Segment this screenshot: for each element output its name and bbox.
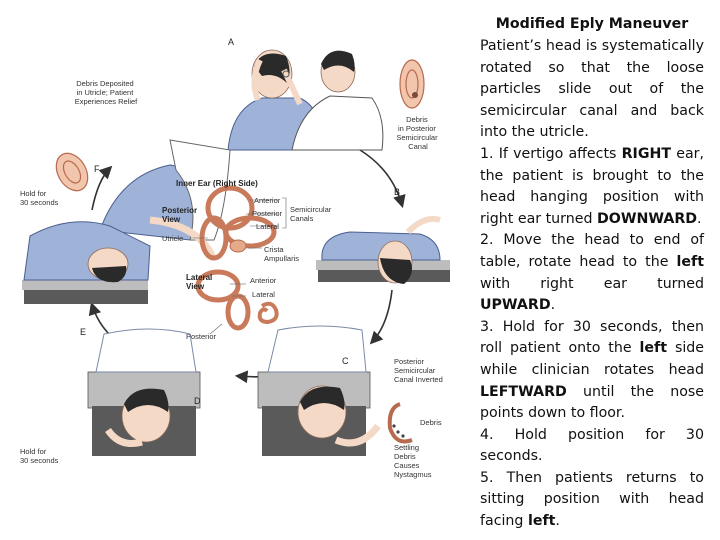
scene-c-rolled <box>257 325 381 456</box>
step-2: 2. Move the head to end of table, rotate… <box>480 230 704 316</box>
label-lateral-view: Lateral View <box>186 273 214 291</box>
step-emphasis: DOWNWARD <box>596 210 698 227</box>
step-1: 1. If vertigo affects RIGHT ear, the pat… <box>480 144 704 230</box>
step-text: ear, the patient is brought to the head … <box>480 145 704 227</box>
arrow-e-to-f <box>91 165 113 211</box>
step-emphasis: left <box>527 513 556 530</box>
label-debris-utricle: Debris Deposited in Utricle; Patient Exp… <box>75 79 138 106</box>
step-text: 3. Hold for 30 seconds, then roll patien… <box>480 318 704 357</box>
label-anterior-2: Anterior <box>250 276 277 285</box>
label-posterior-view: Posterior View <box>162 206 199 224</box>
label-canal-inverted: Posterior Semicircular Canal Inverted <box>394 357 443 384</box>
label-settling: Settling Debris Causes Nystagmus <box>394 443 432 479</box>
step-4: 4. Hold position for 30 seconds. <box>480 425 704 468</box>
label-crista: Crista Ampullaris <box>264 245 299 263</box>
step-text: . <box>555 513 560 530</box>
label-inner-ear-title: Inner Ear (Right Side) <box>176 179 258 188</box>
step-text: 2. Move the head to end of table, rotate… <box>480 232 704 270</box>
label-lateral-2: Lateral <box>252 290 275 299</box>
scene-b-head-hanging <box>316 215 450 284</box>
step-text: . <box>550 297 556 314</box>
label-hold-top: Hold for 30 seconds <box>20 189 59 207</box>
step-text: 4. Hold position for 30 seconds. <box>480 426 704 465</box>
label-hold-bottom: Hold for 30 seconds <box>20 447 59 465</box>
label-debris-c: Debris <box>420 418 442 427</box>
label-anterior-1: Anterior <box>254 196 281 205</box>
step-5: 5. Then patients returns to sitting posi… <box>480 468 704 533</box>
pointer-lines <box>190 197 287 335</box>
label-semicircular-canals: Semicircular Canals <box>290 205 333 223</box>
step-emphasis: LEFTWARD <box>480 383 567 400</box>
label-posterior-2: Posterior <box>186 332 217 341</box>
step-letter-f: F <box>94 164 100 174</box>
label-posterior-1: Posterior <box>252 209 283 218</box>
step-emphasis: RIGHT <box>621 145 672 162</box>
scene-a-seated <box>227 49 384 151</box>
step-text: . <box>697 210 702 227</box>
scene-e-lying <box>22 216 218 304</box>
step-emphasis: left <box>639 340 667 357</box>
step-text: 5. Then patients returns to sitting posi… <box>480 469 704 530</box>
step-letter-a: A <box>228 37 234 47</box>
ear-icon-a <box>399 59 425 109</box>
label-lateral-1: Lateral <box>256 222 279 231</box>
ear-icon-f <box>55 152 89 192</box>
step-letter-c: C <box>342 356 349 366</box>
panel-title: Modified Eply Maneuver <box>495 16 689 32</box>
label-debris-posterior: Debris in Posterior Semicircular Canal <box>396 115 439 151</box>
step-letter-b: B <box>394 187 400 197</box>
step-text: side while clinician rotates head <box>480 340 705 378</box>
scene-d-facedown <box>87 328 201 456</box>
arrow-b-to-c <box>369 289 393 345</box>
step-emphasis: left <box>676 253 704 270</box>
scene-f-sitting <box>99 139 231 241</box>
step-text: until the nose points down to floor. <box>480 383 704 422</box>
step-letter-e: E <box>80 327 86 337</box>
label-utricle: Utricle <box>162 234 183 243</box>
arrow-a-to-b <box>359 149 406 209</box>
step-3: 3. Hold for 30 seconds, then roll patien… <box>480 317 704 425</box>
steps-list: 1. If vertigo affects RIGHT ear, the pat… <box>480 144 704 533</box>
panel-intro: Patient’s head is systematically rotated… <box>480 38 704 141</box>
instructions-panel: Modified Eply Maneuver Patient’s head is… <box>480 12 704 533</box>
epley-maneuver-illustration: A B C D E F Debris Deposited in Utricle;… <box>20 37 450 479</box>
step-text: with right ear turned <box>480 275 704 292</box>
step-text: 1. If vertigo affects <box>480 145 622 162</box>
step-emphasis: UPWARD <box>480 297 551 314</box>
ear-icon-c <box>387 402 413 444</box>
step-letter-d: D <box>194 396 201 406</box>
